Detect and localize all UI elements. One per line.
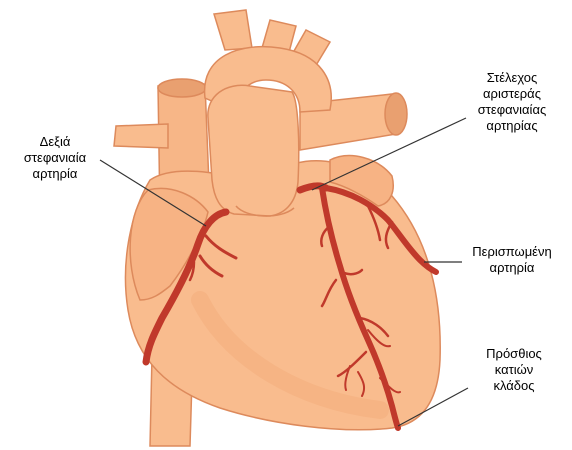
label-line: αριστεράς (456, 86, 568, 102)
label-left-main-coronary: Στέλεχος αριστεράς στεφανιαίας αρτηρίας (456, 70, 568, 134)
label-line: κατιών (466, 362, 562, 378)
label-line: στεφανιαία (6, 150, 104, 166)
label-anterior-descending: Πρόσθιος κατιών κλάδος (466, 346, 562, 394)
label-line: Πρόσθιος (466, 346, 562, 362)
label-line: Δεξιά (6, 134, 104, 150)
label-right-coronary-artery: Δεξιά στεφανιαία αρτηρία (6, 134, 104, 182)
aortic-branch-left (214, 10, 252, 50)
label-line: στεφανιαίας (456, 102, 568, 118)
label-line: Περισπωμένη (454, 244, 570, 260)
ascending-aorta (208, 85, 299, 216)
label-circumflex-artery: Περισπωμένη αρτηρία (454, 244, 570, 276)
label-line: κλάδος (466, 378, 562, 394)
label-line: Στέλεχος (456, 70, 568, 86)
pulmonary-artery-left (114, 124, 168, 148)
label-line: αρτηρία (6, 166, 104, 182)
label-line: αρτηρία (454, 260, 570, 276)
label-line: αρτηρίας (456, 118, 568, 134)
